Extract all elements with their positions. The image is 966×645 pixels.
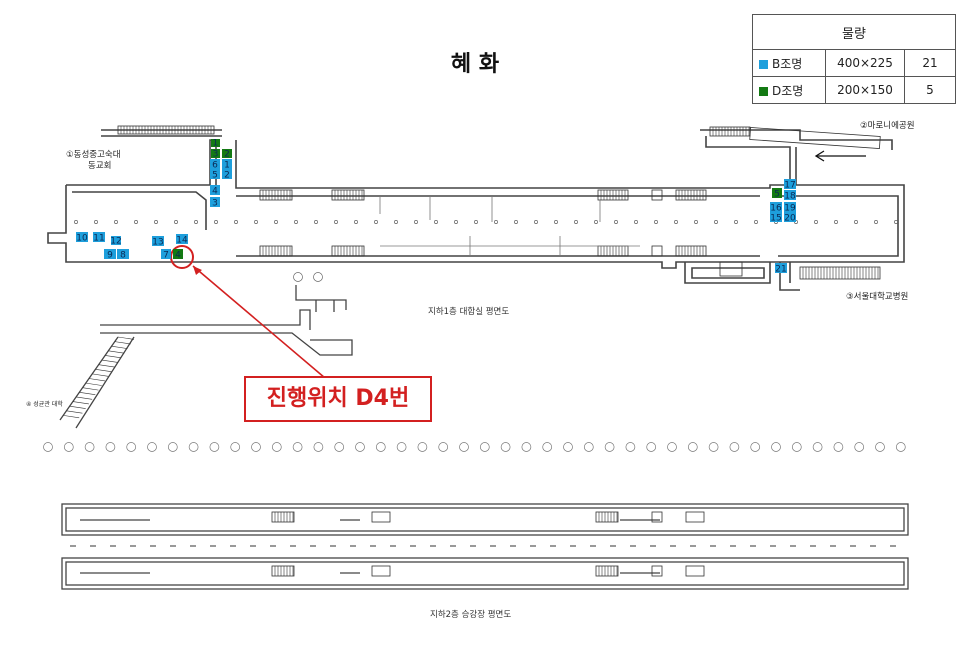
leader-line: [192, 265, 326, 379]
b-light-marker-2: 2: [222, 169, 232, 181]
svg-text:5: 5: [212, 171, 218, 181]
b-light-marker-4: 4: [210, 185, 220, 197]
b-light-marker-13: 13: [152, 236, 164, 248]
interior-walls: [379, 196, 640, 256]
svg-text:10: 10: [76, 234, 88, 244]
b-light-marker-20: 20: [784, 212, 796, 224]
svg-text:3: 3: [213, 150, 219, 160]
b2-stairs: [271, 511, 705, 577]
station-title: 혜 화: [450, 52, 500, 77]
quantity-table: 물량 B조명 400×225 21 D조명 200×150 5: [752, 14, 956, 104]
b2-platform-outline: [61, 503, 909, 590]
b-light-marker-19: 19: [784, 202, 796, 214]
svg-text:2: 2: [224, 150, 230, 160]
legend-d-name: D조명: [752, 76, 826, 104]
table-header: 물량: [752, 14, 956, 50]
column-dots: [74, 220, 898, 224]
d-light-marker-5: 5: [772, 188, 782, 200]
exit4-label: ④ 성균관 대학: [26, 401, 63, 408]
svg-text:15: 15: [770, 214, 781, 224]
b1-caption: 지하1층 대합실 평면도: [428, 307, 510, 317]
b-light-marker-1: 1: [222, 159, 232, 171]
legend-b-name: B조명: [752, 49, 826, 77]
svg-text:4: 4: [212, 187, 218, 197]
b2-caption: 지하2층 승강장 평면도: [430, 610, 512, 620]
exit3-label: ③서울대학교병원: [846, 292, 909, 302]
legend-d-size: 200×150: [825, 76, 905, 104]
legend-b-size: 400×225: [825, 49, 905, 77]
svg-text:21: 21: [775, 265, 786, 275]
b-light-marker-7: 7: [161, 249, 171, 261]
b-light-marker-10: 10: [76, 232, 88, 244]
svg-text:8: 8: [120, 251, 126, 261]
b-light-marker-3: 3: [210, 197, 220, 209]
svg-text:7: 7: [163, 251, 169, 261]
d-light-marker-1: 1: [211, 139, 220, 149]
svg-text:1: 1: [213, 139, 219, 149]
b-light-marker-21: 21: [775, 263, 787, 275]
svg-text:5: 5: [774, 190, 780, 200]
svg-text:9: 9: [107, 251, 113, 261]
svg-text:6: 6: [212, 161, 218, 171]
b-light-marker-8: 8: [117, 249, 129, 261]
svg-text:2: 2: [224, 171, 230, 181]
svg-text:17: 17: [784, 181, 795, 191]
b-light-marker-17: 17: [784, 179, 796, 191]
b-light-marker-18: 18: [784, 190, 796, 202]
b-light-marker-14: 14: [176, 234, 188, 246]
svg-text:1: 1: [224, 161, 230, 171]
svg-text:11: 11: [93, 234, 104, 244]
leader-arrowhead: [193, 266, 202, 275]
b1-concourse-outline: [47, 129, 905, 291]
d-light-marker-4: 4: [173, 249, 183, 261]
direction-arrow: [814, 150, 866, 162]
exit1-label: ①동성중고숙대: [66, 150, 121, 160]
column-index-row: [43, 442, 906, 452]
svg-text:4: 4: [175, 251, 181, 261]
green-square-icon: [759, 86, 768, 96]
b2-mid-ticks: [70, 545, 896, 547]
b-light-marker-11: 11: [93, 232, 105, 244]
blue-square-icon: [759, 59, 768, 69]
d-light-marker-3: 3: [211, 149, 220, 160]
position-callout: 진행위치 D4번: [244, 376, 432, 422]
b-light-marker-15: 15: [770, 212, 782, 224]
svg-text:12: 12: [110, 237, 121, 247]
stair-lines: [120, 126, 879, 576]
exit2-label: ②마로니에공원: [860, 121, 915, 131]
table-row: B조명 400×225 21: [752, 49, 956, 77]
svg-text:13: 13: [152, 238, 163, 248]
legend-b-count: 21: [904, 49, 956, 77]
b-light-marker-16: 16: [770, 202, 782, 214]
svg-text:16: 16: [770, 204, 782, 214]
column-marker: [293, 272, 303, 282]
b-light-marker-9: 9: [104, 249, 116, 261]
table-row: D조명 200×150 5: [752, 76, 956, 104]
exit4-stairs: [63, 336, 135, 419]
svg-text:14: 14: [176, 236, 188, 246]
svg-text:19: 19: [784, 204, 796, 214]
svg-text:20: 20: [784, 214, 796, 224]
exit1-label-line2: 동교회: [88, 161, 112, 171]
svg-text:18: 18: [784, 192, 796, 202]
b-light-marker-6: 6: [210, 159, 220, 171]
legend-d-count: 5: [904, 76, 956, 104]
d-light-marker-2: 2: [222, 149, 232, 160]
svg-text:3: 3: [212, 199, 218, 209]
b-light-marker-12: 12: [110, 236, 122, 247]
column-marker: [313, 272, 323, 282]
b-light-marker-5: 5: [210, 169, 220, 181]
